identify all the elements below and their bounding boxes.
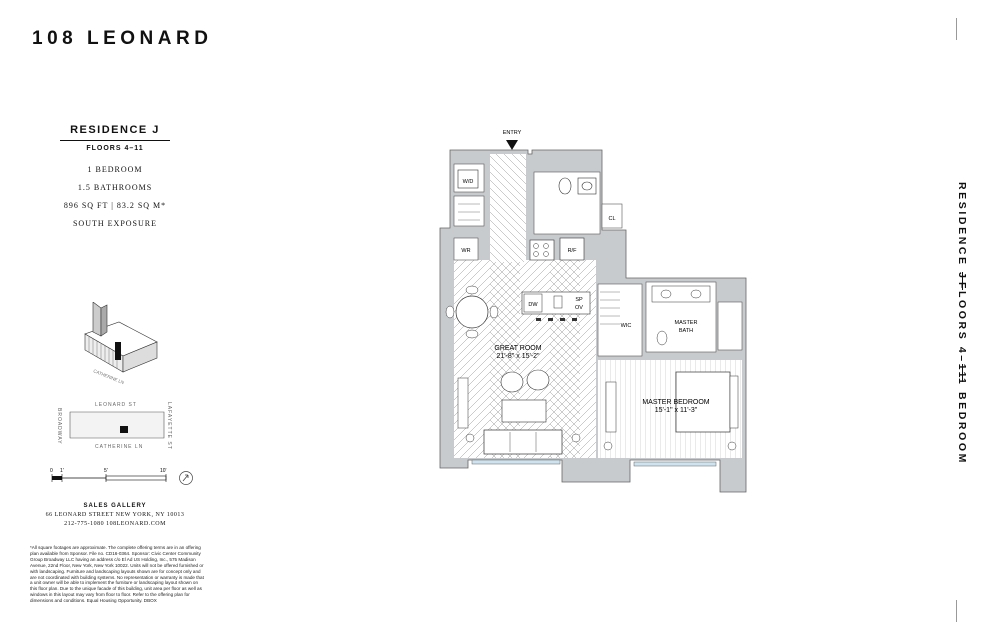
side-labels: RESIDENCE J FLOORS 4–11 1 BEDROOM <box>956 182 982 465</box>
site-keyplan <box>69 411 165 439</box>
scale-bar: 0 1' 5' 10' <box>50 468 167 482</box>
walk-in-closet-label: WIC <box>621 323 632 329</box>
brand-title: 108 LEONARD <box>32 28 213 49</box>
side-separator-1 <box>962 272 963 290</box>
speed-oven-label-2: OV <box>575 305 583 311</box>
building-axonometric: CATHERINE LN <box>84 302 158 385</box>
top-edge-rule <box>956 18 957 40</box>
side-floors-label: FLOORS 4–11 <box>956 282 968 381</box>
street-left-label: BROADWAY <box>56 408 62 445</box>
area-size: 896 SQ FT | 83.2 SQ M* <box>63 201 167 210</box>
great-room-label: GREAT ROOM <box>494 345 541 352</box>
title-divider <box>60 140 170 141</box>
entry-label: ENTRY <box>503 130 522 136</box>
street-right-label: LAFAYETTE ST <box>166 402 172 450</box>
sofa <box>483 429 563 455</box>
legal-disclaimer: *All square footages are approximate. Th… <box>30 545 204 604</box>
great-room-dimensions: 21'-8" x 15'-2" <box>496 353 540 360</box>
bathrooms-count: 1.5 BATHROOMS <box>77 183 153 192</box>
bed <box>675 371 731 433</box>
bottom-edge-rule <box>956 600 957 622</box>
master-bedroom-dimensions: 15'-1" x 11'-3" <box>655 407 698 414</box>
bedrooms-count: 1 BEDROOM <box>87 165 143 174</box>
street-bottom-label: CATHERINE LN <box>95 444 144 450</box>
scale-tick-1: 1' <box>60 468 64 474</box>
coffee-table <box>501 399 547 423</box>
master-bath-label-2: BATH <box>679 328 693 334</box>
side-bedroom-label: 1 BEDROOM <box>956 378 968 465</box>
dining-table <box>455 295 489 329</box>
side-residence-label: RESIDENCE J <box>956 182 968 281</box>
window-great-room <box>471 459 561 465</box>
north-arrow-icon <box>179 471 193 485</box>
dishwasher-label: DW <box>528 302 538 308</box>
residence-title: RESIDENCE J <box>70 124 160 136</box>
exposure: SOUTH EXPOSURE <box>72 219 157 228</box>
window-bedroom <box>633 461 717 467</box>
washer-dryer-label: W/D <box>463 179 474 185</box>
scale-tick-0: 0 <box>50 468 53 474</box>
side-separator-2 <box>962 364 963 382</box>
master-bath-label: MASTER <box>675 320 698 326</box>
wine-refrigerator-label: WR <box>461 248 470 254</box>
refrigerator-label: R/F <box>568 248 578 254</box>
scale-tick-10: 10' <box>160 468 167 474</box>
gallery-contact: 212-775-1080 108LEONARD.COM <box>64 521 166 527</box>
gallery-address: 66 LEONARD STREET NEW YORK, NY 10013 <box>45 512 185 518</box>
street-top-label: LEONARD ST <box>95 402 137 408</box>
closet-label: CL <box>608 216 615 222</box>
sales-gallery-title: SALES GALLERY <box>83 503 147 509</box>
master-bedroom-label: MASTER BEDROOM <box>642 399 709 406</box>
floor-plan: ENTRY W/D CL WR R/F DW SP OV <box>439 130 747 493</box>
axon-street-label: CATHERINE LN <box>93 368 125 385</box>
residence-floors: FLOORS 4–11 <box>86 145 144 152</box>
speed-oven-label-1: SP <box>575 297 583 303</box>
entry-arrow-icon <box>506 140 518 150</box>
scale-tick-5: 5' <box>104 468 108 474</box>
